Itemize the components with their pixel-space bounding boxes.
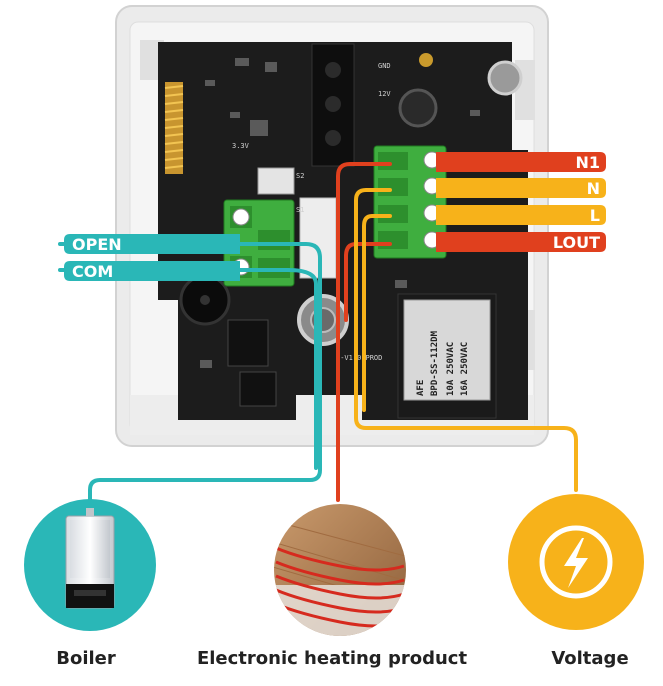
silk-3v3: 3.3V — [232, 142, 250, 150]
label-com-text: COM — [72, 262, 113, 281]
electrolytic-capacitor — [487, 60, 523, 96]
wire-voltage — [354, 188, 578, 492]
label-n-text: N — [587, 179, 600, 198]
boiler-icon — [65, 508, 115, 609]
label-l: L — [436, 205, 606, 225]
inductor — [398, 88, 438, 128]
antenna-spring — [164, 82, 184, 174]
silk-s1: S1 — [296, 206, 304, 214]
label-lout-text: LOUT — [553, 233, 600, 252]
label-n: N — [436, 178, 606, 198]
label-n1: N1 — [436, 152, 606, 172]
label-com: COM — [64, 261, 240, 281]
caption-heating: Electronic heating product — [197, 648, 468, 669]
boiler-device: Boiler — [24, 499, 156, 669]
voltage-device: Voltage — [508, 494, 644, 669]
silk-prod: 9-V1.0 PROD — [336, 354, 382, 362]
caption-boiler: Boiler — [56, 648, 116, 669]
relay-model: BPD-SS-112DM — [430, 330, 440, 396]
label-open-text: OPEN — [72, 235, 122, 254]
lightning-bolt-icon — [564, 538, 588, 588]
relay-rating-1: 10A 250VAC — [446, 342, 456, 396]
label-open: OPEN — [64, 234, 240, 254]
caption-voltage: Voltage — [551, 648, 628, 669]
silk-s2: S2 — [296, 172, 304, 180]
relay-rating-2: 16A 250VAC — [460, 342, 470, 396]
silk-12v: 12V — [378, 90, 391, 98]
wire-boiler — [58, 242, 322, 512]
relay-brand: AFE — [416, 380, 426, 396]
label-n1-text: N1 — [575, 153, 600, 172]
heating-device: Electronic heating product — [197, 504, 468, 669]
relay: AFE BPD-SS-112DM 10A 250VAC 16A 250VAC — [397, 293, 497, 419]
silk-gnd: GND — [378, 62, 391, 70]
label-l-text: L — [590, 206, 600, 225]
label-lout: LOUT — [436, 232, 606, 252]
